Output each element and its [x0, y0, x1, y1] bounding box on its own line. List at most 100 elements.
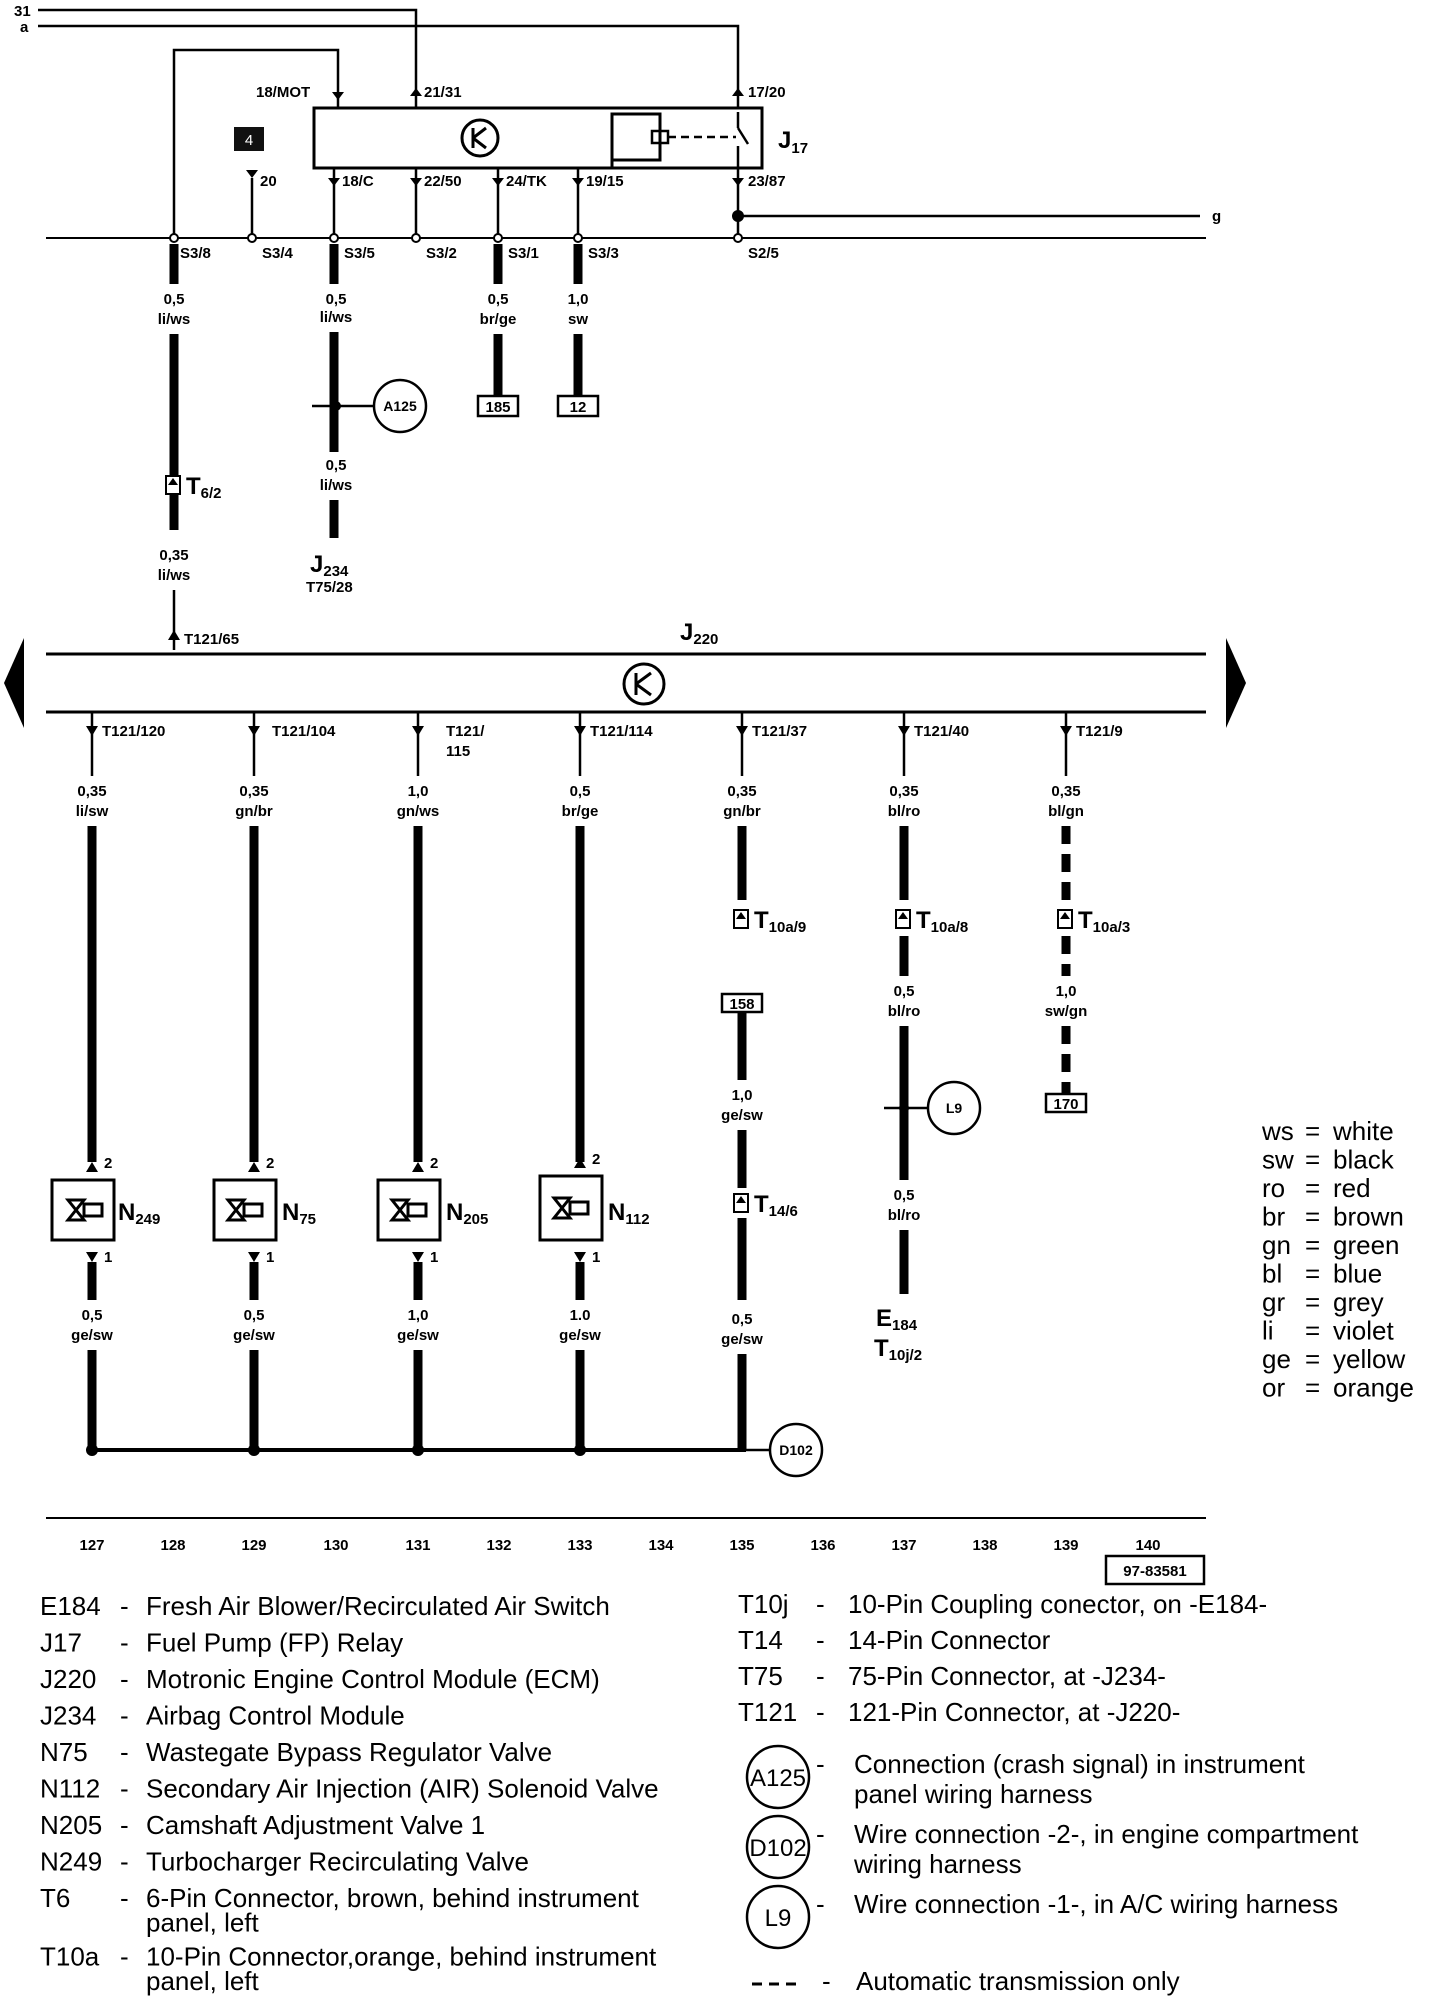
legend-desc: Wire connection -2-, in engine compartme…: [854, 1819, 1359, 1849]
connector-t10a-9: T10a/9: [754, 907, 806, 936]
j234-label: J234: [310, 551, 349, 580]
legend-circle-code: L9: [765, 1905, 792, 1932]
wire-color: ge/sw: [721, 1107, 763, 1124]
junction-dot: [248, 1444, 260, 1456]
solenoid-coil: [242, 1202, 264, 1218]
ref-code-box: [1104, 1554, 1206, 1586]
ecm-pin-t121-104: T121/104: [272, 723, 336, 740]
color-key-code: bl: [1262, 1259, 1282, 1289]
pin-arrow: [1060, 912, 1070, 919]
scale-number: 140: [1135, 1537, 1160, 1554]
switch-contact: [736, 127, 750, 145]
pin-arrow: [168, 478, 178, 485]
ref-box-label: 185: [485, 399, 510, 416]
scale-number: 127: [79, 1537, 104, 1554]
color-key-equals: =: [1305, 1202, 1320, 1232]
pin-arrow: [736, 1196, 746, 1203]
legend-dash: -: [120, 1701, 129, 1731]
legend-desc: Fuel Pump (FP) Relay: [146, 1628, 403, 1658]
valve-n205: N205: [376, 1162, 488, 1242]
legend-desc: 121-Pin Connector, at -J220-: [848, 1697, 1180, 1727]
legend-desc: Secondary Air Injection (AIR) Solenoid V…: [146, 1774, 659, 1804]
valve-label: N205: [446, 1199, 488, 1228]
color-key-name: black: [1333, 1145, 1395, 1175]
legend-dash: -: [816, 1697, 825, 1727]
pin-arrow: [248, 1162, 260, 1172]
legend-dash: -: [120, 1737, 129, 1767]
wire-color: bl/gn: [1048, 803, 1084, 820]
line-18-mot: [172, 48, 340, 238]
wire-color: li/ws: [158, 311, 191, 328]
valve-pin-1: 1: [592, 1249, 600, 1266]
wire-color: ge/sw: [71, 1327, 113, 1344]
legend-dash: -: [816, 1625, 825, 1655]
legend-dash: -: [816, 1661, 825, 1691]
ecm-pin-t121-37: T121/37: [752, 723, 807, 740]
legend-code: E184: [40, 1591, 101, 1621]
line-g-label: g: [1212, 208, 1221, 225]
color-key-equals: =: [1305, 1316, 1320, 1346]
scale-number: 136: [810, 1537, 835, 1554]
junction-dot: [412, 1444, 424, 1456]
wire-gauge: 1.0: [570, 1307, 591, 1324]
splice-s2-5: S2/5: [748, 245, 779, 262]
legend-code: T10a: [40, 1942, 100, 1972]
legend-code: T10j: [738, 1589, 789, 1619]
color-key-equals: =: [1305, 1344, 1320, 1374]
wire-gauge: 0,35: [1051, 783, 1080, 800]
legend-desc-cont: panel wiring harness: [854, 1779, 1092, 1809]
color-key-name: green: [1333, 1230, 1400, 1260]
connector-t10a-3: T10a/3: [1078, 907, 1130, 936]
wire-gauge: 1,0: [408, 1307, 429, 1324]
wire-color: ge/sw: [397, 1327, 439, 1344]
legend-desc: Connection (crash signal) in instrument: [854, 1749, 1306, 1779]
wire-gauge: 0,5: [894, 1187, 915, 1204]
color-key-code: ws: [1261, 1116, 1294, 1146]
splice-point: [169, 233, 179, 243]
wire-gauge: 1,0: [1056, 983, 1077, 1000]
pin-23-87: 23/87: [748, 173, 786, 190]
color-key-name: brown: [1333, 1202, 1404, 1232]
connector-t6: T6/2: [165, 473, 222, 502]
pin-19-15: 19/15: [586, 173, 624, 190]
splice-point: [411, 233, 421, 243]
connector-t14-6: T14/6: [754, 1191, 798, 1220]
color-key-name: red: [1333, 1173, 1371, 1203]
scale-number: 135: [729, 1537, 754, 1554]
scale-number: 130: [323, 1537, 348, 1554]
legend-dash: -: [120, 1591, 129, 1621]
legend-code: N112: [40, 1774, 100, 1804]
legend-desc: Fresh Air Blower/Recirculated Air Switch: [146, 1591, 610, 1621]
wire-color: gn/br: [723, 803, 761, 820]
ecm-pin-t121-120: T121/120: [102, 723, 165, 740]
valve-pin-2: 2: [266, 1155, 274, 1172]
legend-code: T121: [738, 1697, 797, 1727]
wire-gauge: 0,5: [326, 457, 347, 474]
circle-l9: [926, 1080, 982, 1136]
valve-pin-2: 2: [104, 1155, 112, 1172]
legend-desc: 10-Pin Connector,orange, behind instrume…: [146, 1942, 657, 1972]
continue-left-icon: [4, 638, 24, 728]
ecm-j220: J220: [4, 619, 1246, 728]
legend-dash: -: [816, 1889, 825, 1919]
column-t121-9: T10a/3 1,0 sw/gn 170: [1045, 826, 1130, 1114]
column-t121-37: T10a/9 158 1,0 ge/sw T14/6 0,5 ge/sw: [720, 826, 806, 1450]
badge-label: 4: [245, 132, 253, 149]
legend-desc-cont: panel, left: [146, 1966, 260, 1996]
color-key-name: violet: [1333, 1316, 1394, 1346]
ecm-pin-t121-115-b: 115: [446, 743, 470, 760]
line-31: [38, 8, 418, 88]
color-key-equals: =: [1305, 1145, 1320, 1175]
splice-point: [329, 233, 339, 243]
legend-circle: [745, 1814, 811, 1880]
wire-gauge: 0,5: [82, 1307, 103, 1324]
t10j-label: T10j/2: [874, 1335, 922, 1364]
legend-desc: 14-Pin Connector: [848, 1625, 1051, 1655]
color-key-equals: =: [1305, 1259, 1320, 1289]
wire-gauge: 0,35: [889, 783, 918, 800]
solenoid-valve-icon: [64, 1198, 88, 1222]
circle-a125: [372, 378, 428, 434]
line-31-label: 31: [14, 3, 31, 20]
pin-arrow: [736, 912, 746, 919]
color-key-code: ge: [1262, 1344, 1291, 1374]
